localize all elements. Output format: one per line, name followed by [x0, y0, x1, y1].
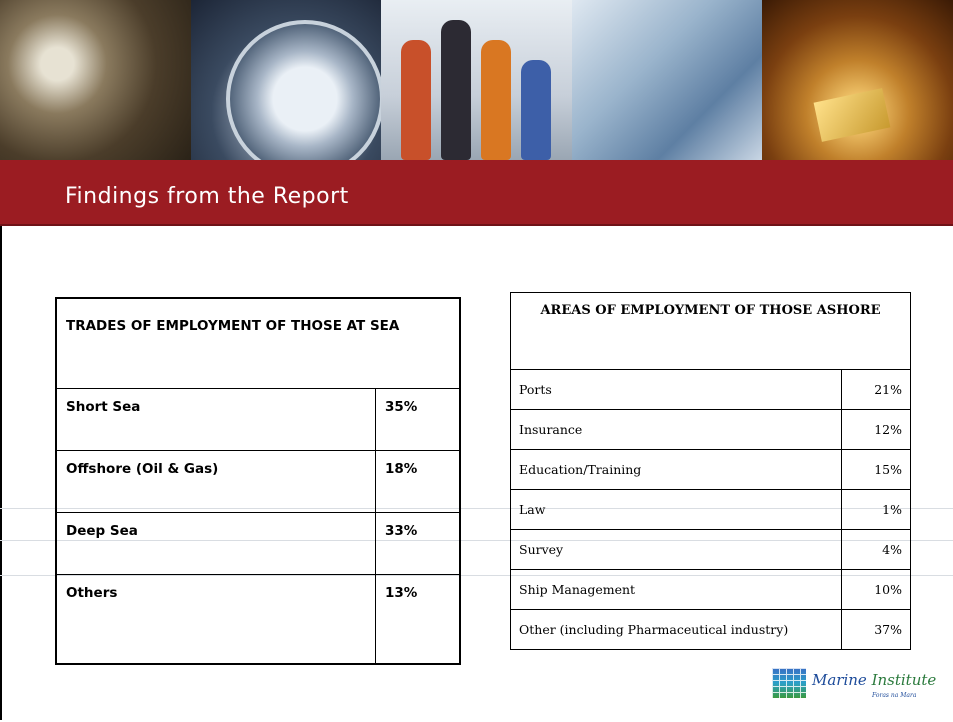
logo-name: Marine Institute: [812, 671, 936, 689]
table-row: Education/Training 15%: [510, 449, 911, 490]
table-row: Law 1%: [510, 489, 911, 530]
decorative-line: [0, 540, 953, 541]
sea-row-label: Others: [55, 574, 376, 665]
ashore-row-label: Ports: [510, 369, 842, 410]
photo-banner: [0, 0, 953, 160]
ashore-row-value: 10%: [841, 569, 911, 610]
ashore-table-header: AREAS OF EMPLOYMENT OF THOSE ASHORE: [510, 292, 911, 370]
ashore-row-label: Survey: [510, 529, 842, 570]
map-photo: [571, 0, 763, 160]
sea-row-label: Deep Sea: [55, 512, 376, 575]
gold-scales-photo: [762, 0, 953, 160]
logo-tagline: Foras na Mara: [872, 692, 917, 699]
sea-employment-table: TRADES OF EMPLOYMENT OF THOSE AT SEA Sho…: [55, 297, 461, 665]
sea-row-value: 33%: [375, 512, 461, 575]
sea-row-label: Short Sea: [55, 388, 376, 451]
sea-row-label: Offshore (Oil & Gas): [55, 450, 376, 513]
table-row: Others 13%: [55, 574, 461, 665]
person-figure: [401, 40, 432, 160]
table-row: Short Sea 35%: [55, 388, 461, 451]
table-row: Insurance 12%: [510, 409, 911, 450]
ashore-row-value: 37%: [841, 609, 911, 650]
decorative-line: [0, 508, 953, 509]
ashore-row-label: Ship Management: [510, 569, 842, 610]
decorative-line: [0, 575, 953, 576]
table-row: Other (including Pharmaceutical industry…: [510, 609, 911, 650]
people-walking-photo: [381, 0, 572, 160]
table-row: Deep Sea 33%: [55, 512, 461, 575]
ashore-row-value: 21%: [841, 369, 911, 410]
logo-name-part2: Institute: [871, 671, 937, 689]
ashore-row-label: Insurance: [510, 409, 842, 450]
marine-institute-logo: Marine Institute Foras na Mara: [772, 666, 936, 706]
sea-table-header: TRADES OF EMPLOYMENT OF THOSE AT SEA: [55, 297, 461, 389]
person-figure: [521, 60, 552, 160]
page-title: Findings from the Report: [65, 184, 349, 209]
table-row: Offshore (Oil & Gas) 18%: [55, 450, 461, 513]
ashore-row-value: 12%: [841, 409, 911, 450]
table-row: Ports 21%: [510, 369, 911, 410]
ashore-employment-table: AREAS OF EMPLOYMENT OF THOSE ASHORE Port…: [510, 292, 911, 650]
gold-ingot-icon: [813, 88, 891, 142]
compass-photo: [190, 0, 382, 160]
ashore-row-value: 1%: [841, 489, 911, 530]
person-figure: [441, 20, 472, 160]
ashore-row-value: 15%: [841, 449, 911, 490]
title-band: [0, 160, 953, 226]
sea-row-value: 18%: [375, 450, 461, 513]
compass-icon: [225, 20, 382, 160]
sea-row-value: 35%: [375, 388, 461, 451]
table-row: Survey 4%: [510, 529, 911, 570]
table-row: Ship Management 10%: [510, 569, 911, 610]
ashore-row-label: Law: [510, 489, 842, 530]
logo-grid-overlay: [772, 668, 806, 698]
globe-sculpture-photo: [0, 0, 191, 160]
ashore-row-label: Education/Training: [510, 449, 842, 490]
ashore-row-label: Other (including Pharmaceutical industry…: [510, 609, 842, 650]
person-figure: [481, 40, 512, 160]
ashore-row-value: 4%: [841, 529, 911, 570]
sea-row-value: 13%: [375, 574, 461, 665]
logo-name-part1: Marine: [812, 671, 872, 689]
